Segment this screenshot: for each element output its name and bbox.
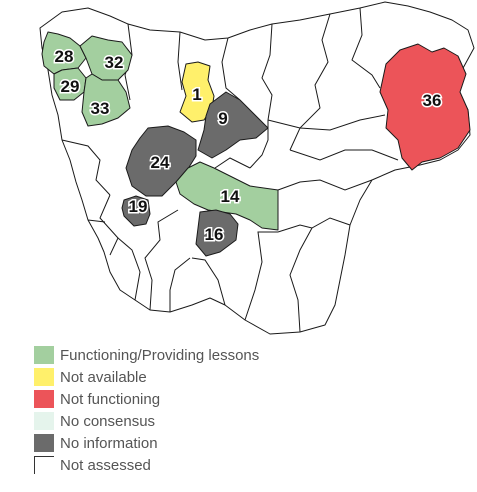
- legend-swatch: [34, 456, 54, 474]
- district-36: [379, 43, 471, 171]
- legend-swatch: [34, 390, 54, 408]
- district-19: [121, 195, 151, 227]
- district-label-36: 36: [423, 91, 442, 110]
- district-33: [81, 73, 131, 127]
- legend-item-not-functioning: Not functioning: [34, 388, 259, 410]
- legend-item-not-assessed: Not assessed: [34, 454, 259, 476]
- district-label-29: 29: [61, 77, 80, 96]
- district-label-9: 9: [218, 109, 227, 128]
- country-outline: [39, 1, 475, 335]
- legend-swatch: [34, 434, 54, 452]
- district-label-24: 24: [151, 153, 170, 172]
- legend-swatch: [34, 412, 54, 430]
- legend-label: Not available: [60, 368, 147, 386]
- district-boundaries: [61, 7, 399, 333]
- legend-item-no-information: No information: [34, 432, 259, 454]
- legend-label: Not functioning: [60, 390, 161, 408]
- legend-item-functioning: Functioning/Providing lessons: [34, 344, 259, 366]
- district-32: [79, 35, 133, 81]
- legend-swatch: [34, 346, 54, 364]
- district-label-33: 33: [91, 99, 110, 118]
- district-16: [195, 209, 239, 257]
- legend-label: No consensus: [60, 412, 156, 430]
- district-label-28: 28: [55, 47, 74, 66]
- district-label-14: 14: [221, 187, 240, 206]
- legend-label: Not assessed: [60, 456, 151, 474]
- legend-item-no-consensus: No consensus: [34, 410, 259, 432]
- district-label-32: 32: [105, 53, 124, 72]
- legend-item-not-available: Not available: [34, 366, 259, 388]
- district-map: 28 32 29 33 19 36 24 14 19 16: [39, 1, 475, 335]
- district-14: [175, 161, 279, 231]
- legend-swatch: [34, 368, 54, 386]
- district-label-19: 19: [129, 197, 148, 216]
- district-28: [41, 31, 87, 75]
- legend-label: No information: [60, 434, 158, 452]
- district-label-1: 1: [192, 85, 201, 104]
- legend-label: Functioning/Providing lessons: [60, 346, 260, 364]
- district-9: [197, 91, 269, 159]
- district-label-16: 16: [205, 225, 224, 244]
